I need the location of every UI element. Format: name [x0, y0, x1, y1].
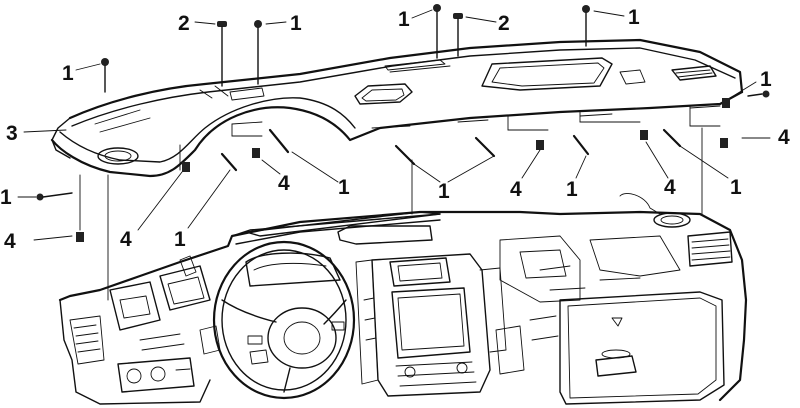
callout-label: 1 — [628, 6, 640, 29]
screw-symbol — [747, 90, 770, 98]
screw-symbol — [582, 5, 590, 47]
callout-label: 1 — [290, 12, 302, 35]
screw-symbol — [220, 152, 238, 172]
callout-label: 3 — [6, 122, 18, 145]
push-pin-symbol — [217, 21, 227, 87]
callout-label: 1 — [0, 186, 12, 209]
callout-label: 4 — [664, 176, 676, 199]
clip-symbol — [720, 138, 728, 148]
callout-label: 4 — [120, 228, 132, 251]
clip-symbol — [722, 98, 730, 108]
alignment-lines — [79, 105, 721, 301]
callout-label: 1 — [338, 176, 350, 199]
callout-label: 1 — [398, 8, 410, 31]
callout-label: 1 — [566, 178, 578, 201]
callout-numbers: 1 2 1 2 1 1 1 3 4 1 4 1 1 4 1 4 1 4 1 4 … — [0, 6, 790, 253]
clip-symbol — [76, 232, 84, 242]
screw-symbol — [394, 144, 416, 166]
screw-symbol — [474, 136, 496, 158]
clip-symbol — [252, 148, 260, 158]
instrument-panel-carrier — [58, 193, 748, 405]
callout-label: 1 — [730, 176, 742, 199]
clip-symbol — [640, 130, 648, 140]
callout-label: 4 — [510, 178, 522, 201]
clip-symbol — [182, 162, 190, 172]
callout-label: 2 — [498, 12, 510, 35]
callout-label: 4 — [778, 126, 790, 149]
callout-label: 1 — [438, 180, 450, 203]
screw-symbol — [572, 134, 590, 156]
screw-symbol — [254, 20, 262, 85]
leader-lines — [17, 9, 771, 241]
callout-label: 4 — [4, 230, 16, 253]
screw-symbol — [36, 192, 73, 201]
push-pin-symbol — [453, 13, 463, 57]
screw-symbol — [101, 58, 109, 93]
screw-symbol — [662, 128, 682, 148]
callout-label: 4 — [278, 172, 290, 195]
screw-symbol — [433, 4, 441, 59]
screw-symbol — [268, 128, 290, 154]
callout-label: 1 — [760, 68, 772, 91]
callout-label: 1 — [62, 62, 74, 85]
upper-trim-pad — [50, 38, 744, 178]
callout-label: 2 — [178, 12, 190, 35]
steering-wheel — [212, 240, 356, 400]
clip-symbol — [536, 140, 544, 150]
callout-label: 1 — [174, 228, 186, 251]
fasteners — [36, 4, 770, 242]
